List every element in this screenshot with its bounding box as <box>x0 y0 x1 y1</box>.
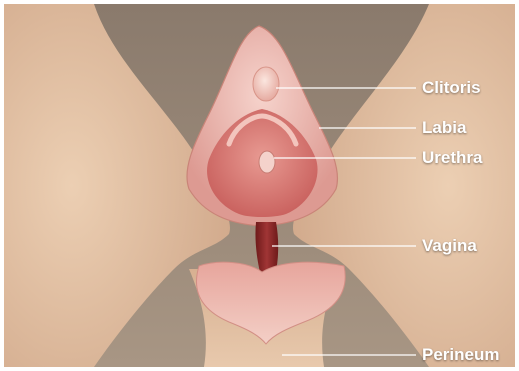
label-clitoris: Clitoris <box>422 78 481 98</box>
label-vagina: Vagina <box>422 236 477 256</box>
clitoris-shape <box>253 67 279 101</box>
label-labia: Labia <box>422 118 466 138</box>
anatomy-illustration: Clitoris Labia Urethra Vagina Perineum <box>4 4 515 367</box>
label-urethra: Urethra <box>422 148 482 168</box>
urethra-shape <box>259 151 275 173</box>
illustration-canvas <box>4 4 515 367</box>
label-perineum: Perineum <box>422 345 499 365</box>
